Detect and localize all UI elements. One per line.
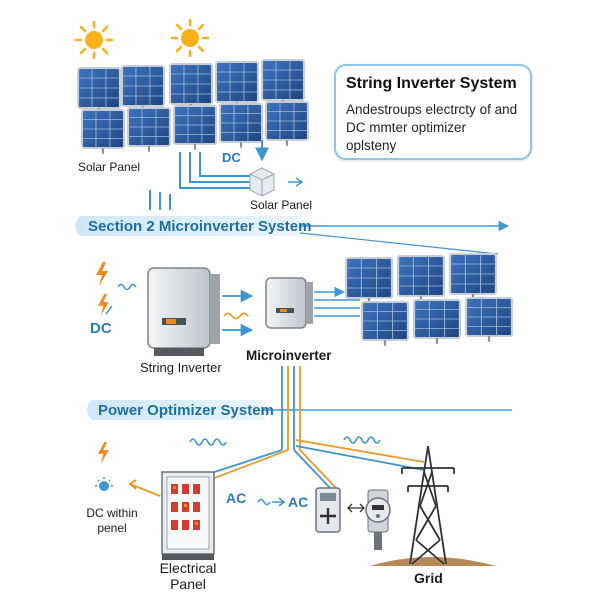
label-string-inverter: String Inverter: [140, 360, 222, 375]
lightning-bolt-icon: [96, 262, 108, 286]
label-dc-middle: DC: [90, 320, 112, 337]
section2-title: Section 2 Microinverter System: [88, 218, 312, 235]
solar-panel-icon: [76, 66, 122, 116]
output-arrow-icon: [288, 177, 304, 187]
callout-title: String Inverter System: [346, 75, 517, 92]
label-solar-panel-left: Solar Panel: [78, 160, 141, 174]
power-optimizer-banner: [87, 400, 512, 420]
solar-panel-icon: [360, 300, 410, 347]
wave-icon: [189, 438, 227, 446]
solar-panel-icon: [168, 62, 214, 112]
solar-panel-icon: [412, 298, 462, 345]
electric-meter-icon: [365, 489, 391, 550]
solar-panel-icon: [448, 252, 498, 302]
label-electrical-panel: Electrical Panel: [159, 560, 217, 592]
sun-icon: [74, 20, 114, 60]
lightning-bolt-icon: [98, 442, 109, 464]
inverter-box-icon: [147, 267, 220, 356]
ground-mound: [370, 557, 496, 566]
label-dc-top: DC: [222, 150, 241, 165]
callout-body: Andestroups electrcty of and DC mmter op…: [346, 102, 518, 153]
orange-arrow-icon: [128, 479, 161, 497]
sun-icon: [170, 18, 210, 58]
ac-arrows: [257, 497, 286, 507]
label-grid: Grid: [414, 570, 443, 586]
electrical-panel-icon: [161, 471, 215, 560]
wave-icon: [117, 283, 137, 291]
power-optimizer-title: Power Optimizer System: [98, 402, 274, 419]
label-dc-within-panel: DC within penel: [86, 506, 138, 535]
solar-panel-icon: [214, 60, 260, 110]
solar-panel-icon: [260, 58, 306, 108]
transmission-tower-icon: [401, 445, 455, 565]
combiner-box-icon: [249, 167, 275, 197]
section2-banner: [75, 216, 510, 255]
solar-panel-icon: [344, 256, 394, 306]
dc-wires-middle: [222, 289, 254, 337]
sensor-icon: [95, 477, 113, 491]
dc-wires-top: [149, 140, 269, 210]
label-solar-panel-center: Solar Panel: [250, 198, 313, 212]
solar-array-right: [344, 252, 514, 347]
label-ac-2: AC: [288, 494, 309, 510]
solar-panel-icon: [126, 106, 172, 153]
solar-panel-icon: [120, 64, 166, 114]
solar-array-top: [76, 58, 310, 155]
label-microinverter: Microinverter: [246, 348, 332, 363]
solar-panel-icon: [396, 254, 446, 304]
solar-panel-icon: [218, 102, 264, 149]
info-callout: String Inverter System Andestroups elect…: [334, 64, 532, 160]
double-arrow-icon: [347, 503, 365, 513]
solar-panel-icon: [464, 296, 514, 343]
wave-icon: [343, 436, 381, 444]
microinverter-box-icon: [265, 277, 313, 329]
label-ac-1: AC: [226, 490, 247, 506]
ac-bus-wires: [195, 366, 425, 489]
solar-panel-icon: [80, 108, 126, 155]
optimizer-box-icon: [315, 487, 341, 533]
solar-panel-icon: [264, 100, 310, 147]
dc-wires-right: [314, 286, 360, 317]
solar-panel-icon: [172, 104, 218, 151]
